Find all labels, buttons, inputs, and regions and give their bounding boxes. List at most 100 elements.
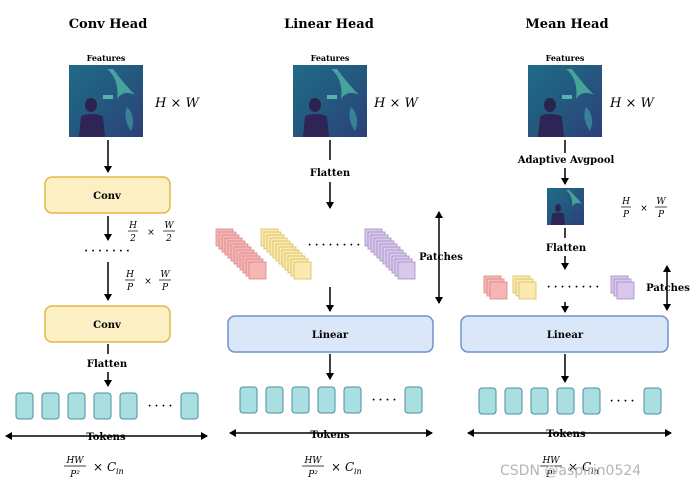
mean-tokens-label: Tokens [546,429,586,440]
svg-text:P²: P² [545,470,556,480]
mean-size-label: H × W [609,96,655,111]
svg-text:in: in [116,467,124,476]
svg-text:C: C [107,460,116,474]
conv-intermediate-size: H 2 × W 2 [128,221,175,244]
linear-token-row: · · · · [239,386,423,414]
svg-text:P: P [126,283,134,293]
token [504,387,523,415]
svg-text:P²: P² [307,470,318,480]
mean-output-formula: HW P² × C in [540,456,599,480]
token [15,392,34,420]
svg-text:2: 2 [165,234,172,244]
token [556,387,575,415]
token [67,392,86,420]
token [643,387,662,415]
mean-pooled-size: H P × W P [621,197,667,220]
mean-features-label: Features [546,53,585,63]
conv-head-title: Conv Head [69,17,148,32]
svg-text:C: C [582,460,591,474]
svg-text:in: in [354,467,362,476]
token [239,386,258,414]
token [265,386,284,414]
svg-text:P: P [622,210,630,220]
linear-patch-stack-purple [364,228,416,280]
conv-box-1-label: Conv [93,191,122,202]
svg-text:×: × [147,228,155,238]
svg-text:HW: HW [303,456,322,466]
token [291,386,310,414]
token-dots: · · · · [372,395,396,406]
linear-patch-dots: · · · · · · · · [308,240,360,251]
svg-text:×: × [93,460,103,474]
mean-patch-stack-yellow [512,275,537,300]
token [180,392,199,420]
svg-text:P: P [161,283,169,293]
conv-box-2 [44,305,171,343]
token [119,392,138,420]
conv-dots: · · · · · · · [84,246,129,257]
conv-output-formula: HW P² × C in [64,456,124,480]
svg-text:×: × [331,460,341,474]
conv-tokens-label: Tokens [86,432,126,443]
mean-patch-dots: · · · · · · · · [547,282,599,293]
svg-text:W: W [164,221,174,231]
conv-box-1 [44,176,171,214]
mean-pool-label: Adaptive Avgpool [517,155,615,166]
conv-features-label: Features [87,53,126,63]
token-dots: · · · · [148,401,172,412]
token [343,386,362,414]
svg-text:×: × [568,460,578,474]
mean-pooled-image [547,188,584,225]
token [478,387,497,415]
mean-head-title: Mean Head [525,17,608,32]
mean-features-image [528,65,602,137]
conv-token-row: · · · · [15,392,199,420]
svg-text:2: 2 [129,234,136,244]
linear-output-formula: HW P² × C in [302,456,362,480]
linear-box [227,315,434,353]
token [582,387,601,415]
conv-box-2-label: Conv [93,320,122,331]
token [93,392,112,420]
mean-patch-stack-red [483,275,508,300]
svg-text:H: H [621,197,630,207]
conv-flatten-label: Flatten [87,359,128,370]
mean-patches-label: Patches [646,283,690,294]
mean-linear-box-label: Linear [547,330,584,341]
token [317,386,336,414]
svg-text:×: × [144,277,152,287]
token [41,392,60,420]
watermark: CSDN @aspirin0524 [500,463,641,479]
svg-text:P: P [657,210,665,220]
conv-pre-conv2-size: H P × W P [125,270,171,293]
token [530,387,549,415]
token-dots: · · · · [610,396,634,407]
svg-text:H: H [125,270,134,280]
svg-text:HW: HW [65,456,84,466]
linear-features-image [293,65,367,137]
mean-patch-stack-purple [610,275,635,300]
svg-text:H: H [128,221,137,231]
linear-patches-label: Patches [419,252,463,263]
conv-size-label: H × W [154,96,200,111]
svg-text:in: in [591,467,599,476]
linear-head-title: Linear Head [284,17,374,32]
token [404,386,423,414]
mean-token-row: · · · · [478,387,662,415]
svg-text:HW: HW [541,456,560,466]
mean-linear-box [460,315,669,353]
linear-flatten-label: Flatten [310,168,351,179]
svg-text:×: × [640,204,648,214]
linear-patch-stack-yellow [260,228,312,280]
svg-text:C: C [345,460,354,474]
conv-features-image [69,65,143,137]
svg-text:P²: P² [69,470,80,480]
svg-text:W: W [656,197,666,207]
mean-flatten-label: Flatten [546,243,587,254]
linear-tokens-label: Tokens [310,430,350,441]
svg-text:W: W [160,270,170,280]
linear-size-label: H × W [373,96,419,111]
linear-box-label: Linear [312,330,349,341]
linear-patch-stack-red [215,228,267,280]
